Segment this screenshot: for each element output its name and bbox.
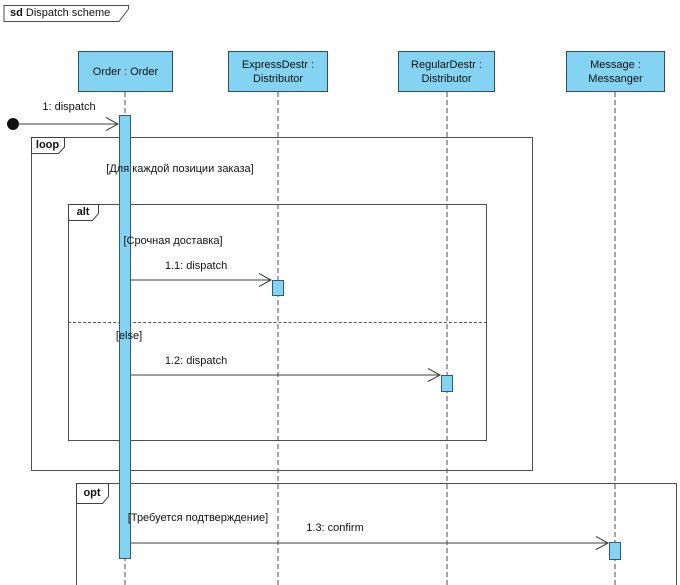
lifeline-label: ExpressDestr : Distributor: [241, 58, 315, 85]
activation-expressdestr[interactable]: [272, 280, 284, 296]
lifeline-label: Order : Order: [92, 65, 159, 78]
lifeline-label: RegularDestr : Distributor: [411, 58, 482, 85]
diagram-title-name: Dispatch scheme: [25, 7, 111, 19]
activation-order[interactable]: [119, 115, 131, 559]
lifeline-label: Message : Messanger: [588, 58, 643, 85]
diagram-title-keyword: sd: [10, 7, 23, 19]
alt-guard-1[interactable]: [Срочная доставка]: [123, 235, 223, 247]
activation-regulardestr[interactable]: [441, 375, 453, 392]
message-1-2-label[interactable]: 1.2: dispatch: [164, 355, 228, 367]
found-message-endpoint[interactable]: [7, 118, 19, 130]
diagram-title: sd Dispatch scheme: [10, 7, 110, 19]
opt-operator-label: opt: [83, 487, 101, 499]
message-1-3-label[interactable]: 1.3: confirm: [306, 522, 364, 534]
alt-guard-else[interactable]: [else]: [115, 330, 143, 342]
loop-fragment-frame[interactable]: [31, 137, 533, 471]
message-1-label[interactable]: 1: dispatch: [42, 101, 96, 113]
message-1-1-label[interactable]: 1.1: dispatch: [164, 260, 228, 272]
alt-else-divider[interactable]: [68, 322, 487, 323]
message-1-arrowhead: [105, 117, 120, 131]
lifeline-head-regulardestr[interactable]: RegularDestr : Distributor: [398, 51, 495, 92]
lifeline-head-expressdestr[interactable]: ExpressDestr : Distributor: [228, 51, 328, 92]
alt-operator-tab[interactable]: [68, 204, 99, 221]
lifeline-head-message[interactable]: Message : Messanger: [566, 51, 665, 92]
opt-fragment-frame[interactable]: [76, 483, 677, 585]
loop-guard[interactable]: [Для каждой позиции заказа]: [106, 163, 254, 175]
message-1-3-arrowhead: [595, 536, 610, 550]
activation-message[interactable]: [609, 542, 621, 560]
loop-operator-label: loop: [35, 139, 60, 151]
opt-operator-tab[interactable]: [76, 483, 109, 504]
alt-operator-label: alt: [76, 206, 90, 218]
message-1-2-arrowhead: [427, 368, 442, 382]
diagram-title-tab: [3, 5, 129, 22]
loop-operator-tab[interactable]: [31, 137, 65, 154]
message-1-1-arrowhead: [258, 273, 273, 287]
lifeline-head-order[interactable]: Order : Order: [78, 51, 173, 92]
opt-guard[interactable]: [Требуется подтверждение]: [127, 512, 269, 524]
